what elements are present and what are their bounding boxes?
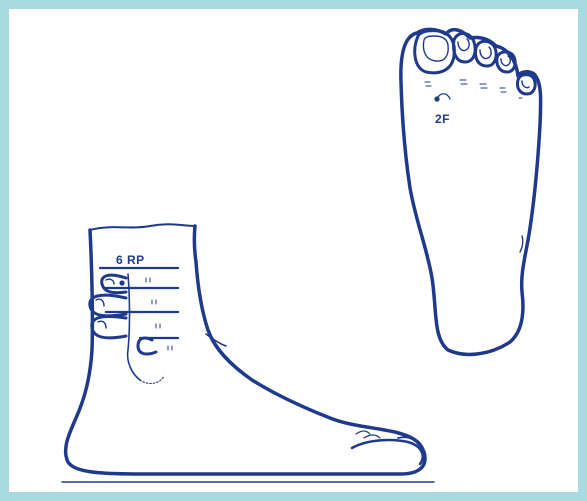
third-toe [475, 41, 496, 66]
point-6rp-dot [119, 280, 124, 285]
finger-3 [92, 316, 126, 337]
illustration-frame: 2F 6 RP [9, 9, 578, 492]
label-6rp: 6 RP [116, 253, 145, 267]
measurement-lines [100, 268, 178, 338]
front-toe [352, 440, 423, 464]
hand-contour [128, 274, 140, 380]
fifth-toe [517, 75, 535, 94]
thumb [138, 338, 156, 354]
leg-top-edge [90, 224, 195, 230]
sole-view [401, 29, 541, 354]
second-toe [453, 33, 475, 62]
big-toenail [423, 36, 448, 61]
label-2f: 2F [435, 112, 450, 126]
foot-illustration [9, 9, 578, 492]
